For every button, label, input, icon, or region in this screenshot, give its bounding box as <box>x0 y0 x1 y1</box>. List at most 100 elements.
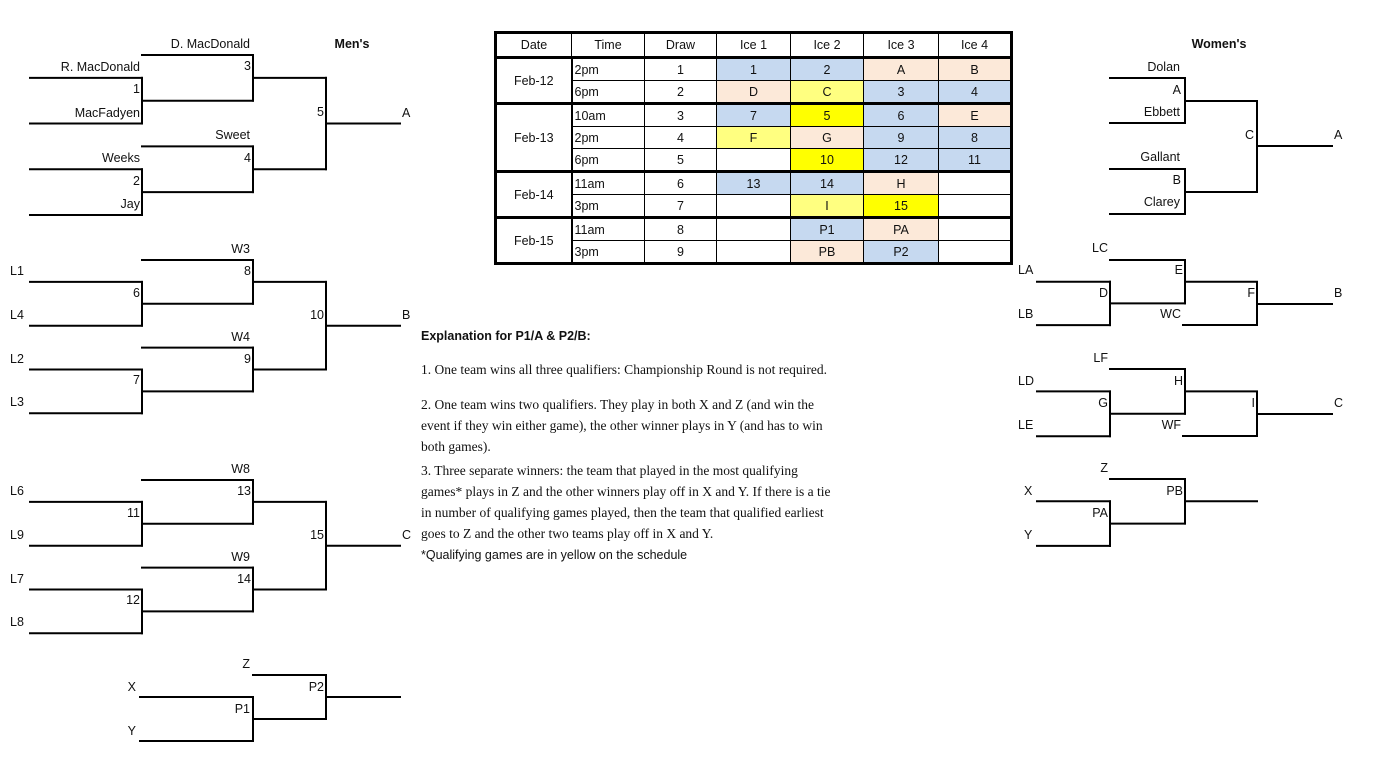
draw-cell: 9 <box>644 240 717 264</box>
bracket-entry: LD <box>1018 374 1034 388</box>
game-number: 9 <box>244 351 251 366</box>
bracket-entry: W9 <box>231 549 250 564</box>
ice-sheet-cell: G <box>790 126 864 149</box>
game-number: PB <box>1166 484 1183 498</box>
ice-sheet-cell <box>716 148 791 172</box>
time-cell: 2pm <box>571 56 645 81</box>
game-number: A <box>1172 83 1181 97</box>
game-number: PA <box>1092 506 1108 520</box>
game-number: 8 <box>244 263 251 278</box>
bracket-entry: Gallant <box>1140 150 1180 164</box>
game-number: G <box>1098 396 1108 410</box>
draw-cell: 1 <box>644 56 717 81</box>
ice-sheet-cell: 5 <box>790 102 864 127</box>
bracket-entry: X <box>127 680 136 694</box>
draw-cell: 4 <box>644 126 717 149</box>
game-number: 11 <box>127 505 140 520</box>
date-cell: Feb-13 <box>495 102 573 172</box>
bracket-entry: LB <box>1018 307 1034 321</box>
ice-sheet-cell: 11 <box>938 148 1012 172</box>
ice-sheet-cell: 2 <box>790 56 864 81</box>
ice-sheet-cell <box>938 194 1012 218</box>
explanation-heading: Explanation for P1/A & P2/B: <box>421 329 591 343</box>
game-number: 3 <box>244 59 251 74</box>
game-number: 10 <box>310 307 324 322</box>
time-cell: 2pm <box>571 126 645 149</box>
ice-sheet-cell: C <box>790 80 864 104</box>
bracket-entry: Ebbett <box>1143 105 1180 119</box>
explanation-line: event if they win either game), the othe… <box>421 418 823 433</box>
explanation-line: both games). <box>421 439 491 454</box>
ice-sheet-cell <box>938 240 1012 264</box>
bracket-entry: Sweet <box>215 128 250 143</box>
ice-sheet-cell <box>716 240 791 264</box>
column-header: Ice 1 <box>716 32 791 59</box>
bracket-outcome: B <box>402 307 411 322</box>
ice-sheet-cell: A <box>863 56 939 81</box>
column-header: Date <box>495 32 572 59</box>
bracket-entry: D. MacDonald <box>170 37 250 51</box>
bracket-entry: W4 <box>231 329 250 344</box>
draw-cell: 7 <box>644 194 717 218</box>
ice-sheet-cell: 6 <box>863 102 939 127</box>
bracket-entry: Jay <box>120 196 140 211</box>
explanation-line: 3. Three separate winners: the team that… <box>421 463 798 478</box>
ice-sheet-cell: 1 <box>716 56 791 81</box>
time-cell: 10am <box>571 102 645 127</box>
game-number: C <box>1244 128 1254 142</box>
bracket-outcome: C <box>1334 396 1344 410</box>
ice-sheet-cell: 15 <box>863 194 939 218</box>
bracket-entry: L1 <box>10 263 24 278</box>
ice-sheet-cell: E <box>938 102 1012 127</box>
column-header: Time <box>571 32 645 59</box>
ice-sheet-cell: B <box>938 56 1012 81</box>
mens-title: Men's <box>334 37 370 51</box>
bracket-entry: WC <box>1160 307 1181 321</box>
ice-sheet-cell: 4 <box>938 80 1012 104</box>
column-header: Ice 3 <box>863 32 939 59</box>
bracket-entry: Y <box>1024 528 1033 542</box>
qualifying-footnote: *Qualifying games are in yellow on the s… <box>421 548 688 562</box>
bracket-entry: R. MacDonald <box>60 59 140 74</box>
game-number: 15 <box>310 527 324 542</box>
game-number: 7 <box>133 373 140 388</box>
ice-sheet-cell: 14 <box>790 170 864 195</box>
bracket-entry: WF <box>1161 418 1181 432</box>
draw-cell: 2 <box>644 80 717 104</box>
bracket-entry: Z <box>1100 461 1108 475</box>
bracket-entry: X <box>1024 484 1033 498</box>
game-number: 1 <box>133 82 140 97</box>
time-cell: 6pm <box>571 148 645 172</box>
draw-cell: 5 <box>644 148 717 172</box>
ice-sheet-cell: 12 <box>863 148 939 172</box>
ice-sheet-cell: 9 <box>863 126 939 149</box>
game-number: 5 <box>317 105 324 120</box>
bracket-entry: LA <box>1018 263 1034 277</box>
bracket-entry: MacFadyen <box>74 105 140 120</box>
ice-sheet-cell: PA <box>863 216 939 241</box>
ice-sheet-cell: P2 <box>863 240 939 264</box>
bracket-entry: L8 <box>10 615 24 630</box>
bracket-entry: L2 <box>10 351 24 366</box>
ice-sheet-cell: H <box>863 170 939 195</box>
draw-cell: 3 <box>644 102 717 127</box>
bracket-outcome: A <box>402 105 411 120</box>
ice-sheet-cell <box>938 216 1012 241</box>
ice-sheet-cell: 8 <box>938 126 1012 149</box>
game-number: F <box>1247 286 1255 300</box>
game-number: P1 <box>234 702 250 716</box>
time-cell: 3pm <box>571 194 645 218</box>
bracket-entry: Z <box>242 657 250 671</box>
game-number: I <box>1251 396 1255 410</box>
bracket-outcome: A <box>1334 128 1343 142</box>
draw-cell: 6 <box>644 170 717 195</box>
